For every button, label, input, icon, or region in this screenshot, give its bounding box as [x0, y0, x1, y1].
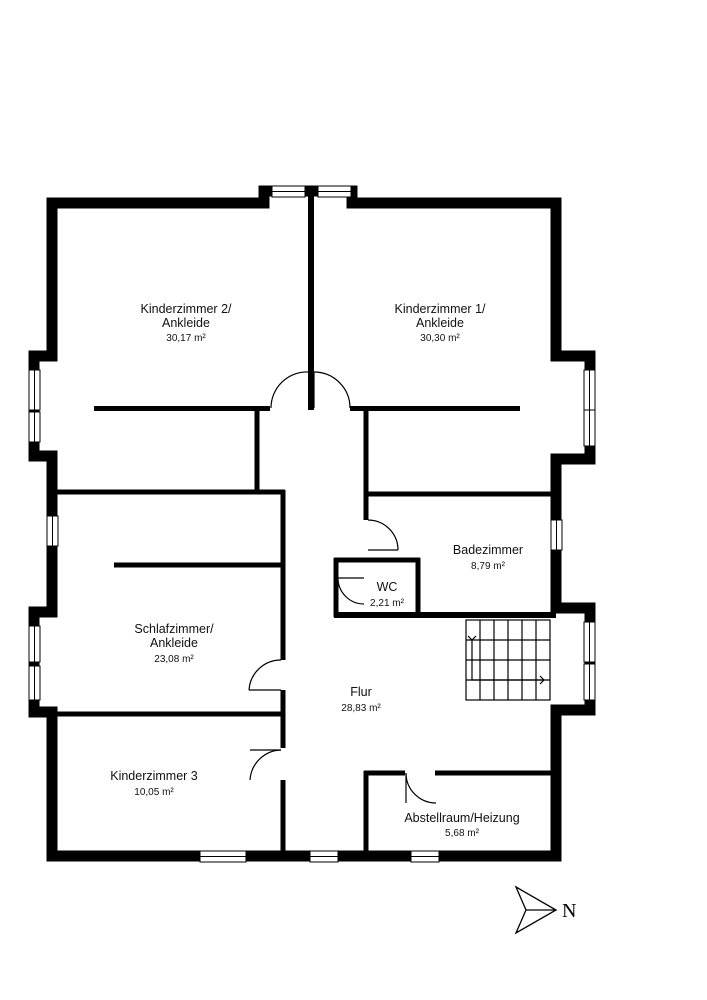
- window-south-3: [410, 850, 440, 863]
- room-label-wc: WC 2,21 m²: [370, 580, 405, 609]
- door-kinderzimmer-1: [313, 371, 351, 409]
- room-area: 8,79 m²: [471, 561, 506, 572]
- window-east-4: [583, 621, 596, 663]
- room-name: Kinderzimmer 1/: [395, 302, 487, 316]
- room-area: 5,68 m²: [445, 828, 480, 839]
- window-south-1: [199, 850, 247, 863]
- door-kinderzimmer-3: [249, 749, 282, 781]
- compass: N: [514, 885, 576, 935]
- window-west-4: [28, 625, 41, 663]
- room-label-kinderzimmer-1: Kinderzimmer 1/ Ankleide 30,30 m²: [395, 302, 487, 344]
- room-name: Schlafzimmer/: [134, 622, 214, 636]
- room-area: 23,08 m²: [154, 654, 194, 665]
- room-area: 30,17 m²: [166, 333, 206, 344]
- room-name: WC: [377, 580, 398, 594]
- window-east-2: [583, 409, 596, 447]
- room-area: 30,30 m²: [420, 333, 460, 344]
- window-east-3: [550, 519, 563, 551]
- room-label-kinderzimmer-3: Kinderzimmer 3 10,05 m²: [110, 769, 198, 798]
- room-label-flur: Flur 28,83 m²: [341, 685, 381, 714]
- door-badezimmer: [367, 519, 399, 551]
- windows: [28, 185, 596, 863]
- room-label-abstellraum: Abstellraum/Heizung 5,68 m²: [404, 811, 519, 839]
- room-area: 2,21 m²: [370, 598, 405, 609]
- north-arrow-icon: [514, 885, 558, 935]
- room-name: Abstellraum/Heizung: [404, 811, 519, 825]
- room-name: Ankleide: [150, 636, 198, 650]
- window-west-2: [28, 411, 41, 443]
- room-label-badezimmer: Badezimmer 8,79 m²: [453, 543, 523, 572]
- room-name: Kinderzimmer 2/: [141, 302, 233, 316]
- window-west-5: [28, 665, 41, 701]
- room-name: Badezimmer: [453, 543, 523, 557]
- room-label-schlafzimmer: Schlafzimmer/ Ankleide 23,08 m²: [134, 622, 214, 665]
- window-east-1: [583, 369, 596, 411]
- window-west-1: [28, 369, 41, 411]
- north-label: N: [562, 900, 576, 922]
- room-name: Kinderzimmer 3: [110, 769, 198, 783]
- window-top-left: [271, 185, 306, 198]
- window-east-5: [583, 663, 596, 701]
- staircase: [465, 619, 551, 701]
- room-name: Ankleide: [416, 316, 464, 330]
- room-name: Flur: [350, 685, 372, 699]
- window-south-2: [309, 850, 339, 863]
- door-abstellraum: [405, 772, 437, 804]
- exterior-wall: [28, 185, 596, 862]
- window-top-right: [317, 185, 352, 198]
- interior-walls: [56, 196, 556, 852]
- room-label-kinderzimmer-2: Kinderzimmer 2/ Ankleide 30,17 m²: [141, 302, 233, 344]
- doors: [248, 371, 437, 804]
- door-kinderzimmer-2: [270, 371, 310, 409]
- room-area: 10,05 m²: [134, 787, 174, 798]
- door-schlafzimmer: [248, 659, 282, 691]
- door-wc: [337, 577, 365, 605]
- room-area: 28,83 m²: [341, 703, 381, 714]
- window-west-3: [46, 515, 59, 547]
- room-name: Ankleide: [162, 316, 210, 330]
